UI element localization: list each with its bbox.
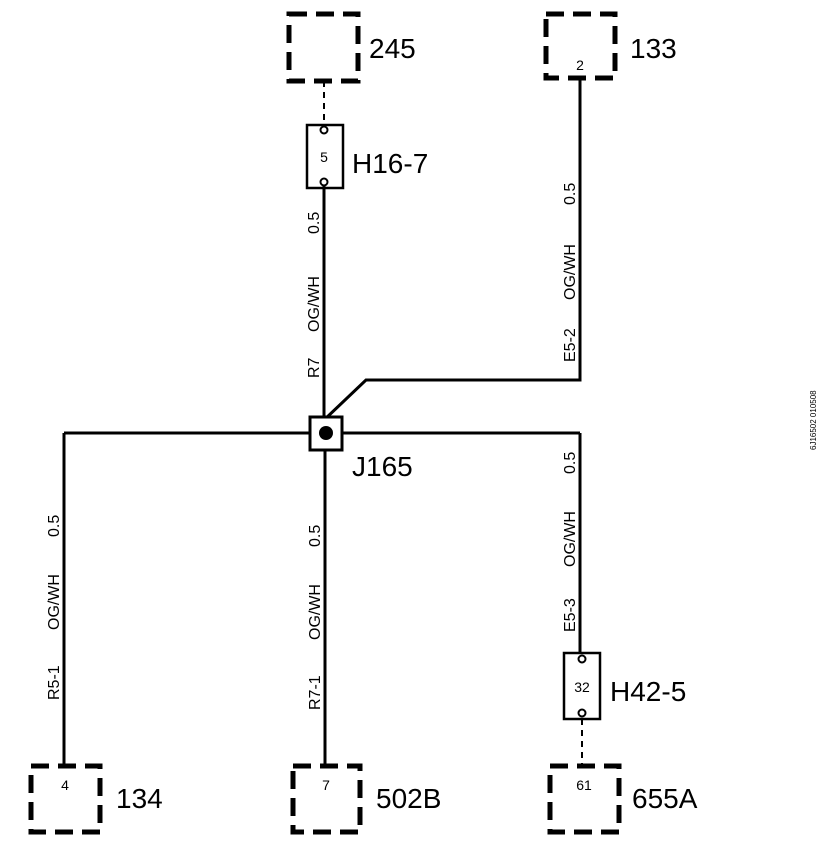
connector-h16-7: 5 H16-7 [305,123,428,190]
wire-r5-1-size: 0.5 [46,515,63,537]
connector-h42-5: 32 H42-5 [562,651,686,721]
wire-r5-1-color: OG/WH [46,574,63,630]
component-502b-label: 502B [376,783,441,814]
component-245: 245 [286,11,416,84]
wire-e5-3-id: E5-3 [562,598,579,632]
wire-r7-1-size: 0.5 [307,525,324,547]
component-502b-box [290,763,363,835]
connector-h16-7-label: H16-7 [352,148,428,179]
connector-h16-7-box [305,123,345,190]
connector-h42-5-top-terminal [577,654,587,664]
component-133-pin: 2 [576,57,584,73]
component-655a-label: 655A [632,783,698,814]
wire-r7-1-id: R7-1 [307,675,324,710]
wire-lines [62,78,582,765]
wire-r7-id: R7 [306,357,323,378]
connector-h42-5-bottom-terminal [577,708,587,718]
splice-j165-node [319,426,333,440]
wire-e5-2-line [322,78,582,422]
component-134: 4 134 [28,763,163,835]
component-134-pin: 4 [61,777,69,793]
connector-h42-5-label: H42-5 [610,676,686,707]
component-133: 2 133 [543,11,677,81]
splice-j165: J165 [308,415,413,482]
connector-h16-7-top-terminal [319,125,329,135]
wire-r5-1-id: R5-1 [46,665,63,700]
connector-h42-5-pin: 32 [574,679,590,695]
wire-r7-color: OG/WH [306,276,323,332]
connector-h16-7-bottom-terminal [319,177,329,187]
component-245-label: 245 [369,33,416,64]
component-133-label: 133 [630,33,677,64]
component-655a-box [547,763,622,835]
component-134-box [28,763,103,835]
component-655a: 61 655A [547,763,698,835]
component-502b-pin: 7 [322,777,330,793]
wire-e5-2-size: 0.5 [562,183,579,205]
drawing-code: 6J16502 010508 [809,390,818,450]
component-655a-pin: 61 [576,777,592,793]
wire-r7-size: 0.5 [306,212,323,234]
splice-j165-label: J165 [352,451,413,482]
component-134-label: 134 [116,783,163,814]
wire-e5-3-color: OG/WH [562,511,579,567]
wire-r7-1-color: OG/WH [307,584,324,640]
component-245-box [286,11,361,84]
wire-e5-3-size: 0.5 [562,452,579,474]
wire-e5-2-color: OG/WH [562,244,579,300]
connector-h16-7-pin: 5 [320,149,328,165]
wire-e5-2-id: E5-2 [562,328,579,362]
component-502b: 7 502B [290,763,441,835]
